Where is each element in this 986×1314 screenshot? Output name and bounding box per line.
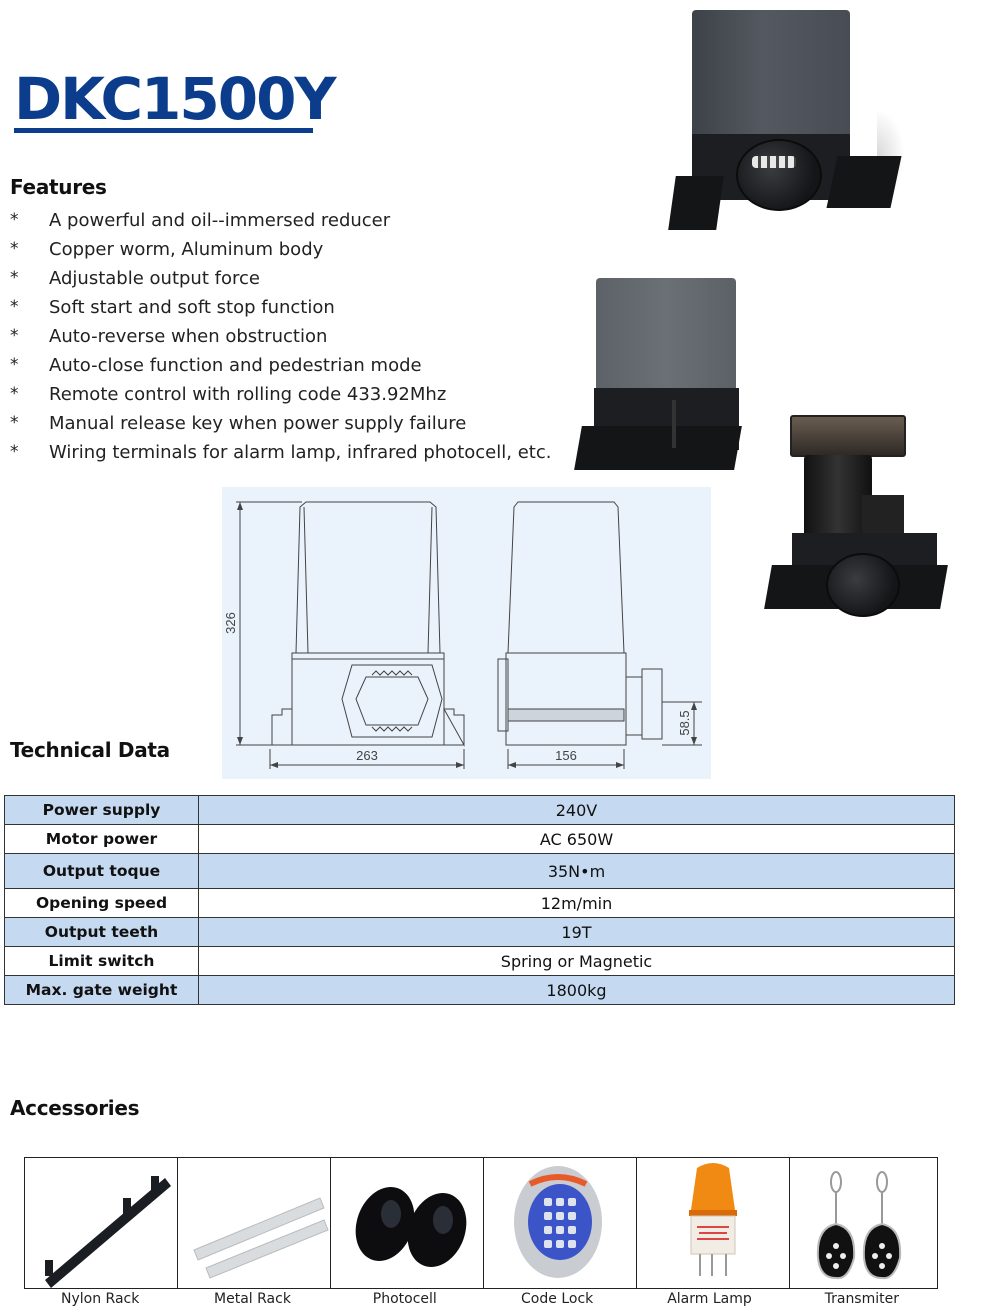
feature-item: *Copper worm, Aluminum body	[10, 235, 551, 264]
title-underline	[14, 128, 313, 133]
spec-value: AC 650W	[198, 824, 955, 854]
bullet-icon: *	[10, 210, 19, 230]
shaft-height-dimension-label: 58.5	[677, 710, 692, 735]
feature-item: *Manual release key when power supply fa…	[10, 409, 551, 438]
spec-value: 1800kg	[198, 975, 955, 1005]
technical-data-heading: Technical Data	[10, 738, 170, 762]
spec-value: 19T	[198, 917, 955, 947]
product-title: DKC1500Y	[14, 65, 336, 133]
accessory-label: Photocell	[372, 1291, 437, 1307]
bullet-icon: *	[10, 268, 19, 288]
photocell-icon	[355, 1187, 467, 1267]
side-width-dimension-label: 156	[555, 748, 577, 763]
spec-label: Power supply	[4, 795, 199, 825]
transmitter-icon	[816, 1171, 902, 1280]
accessory-photocell	[331, 1158, 484, 1288]
spec-label: Output teeth	[4, 917, 199, 947]
feature-item: *A powerful and oil--immersed reducer	[10, 206, 551, 235]
bullet-icon: *	[10, 297, 19, 317]
accessory-label: Metal Rack	[214, 1291, 291, 1307]
spec-value: Spring or Magnetic	[198, 946, 955, 976]
feature-item: *Auto-reverse when obstruction	[10, 322, 551, 351]
dimension-drawing-svg: 326 263 156 58.5	[223, 501, 702, 769]
accessory-label: Alarm Lamp	[667, 1291, 752, 1307]
feature-item: *Wiring terminals for alarm lamp, infrar…	[10, 438, 551, 467]
dimension-drawing: 326 263 156 58.5	[222, 487, 711, 779]
product-photo-side	[574, 276, 746, 486]
spec-value: 35N•m	[198, 853, 955, 889]
spec-label: Max. gate weight	[4, 975, 199, 1005]
feature-item: *Remote control with rolling code 433.92…	[10, 380, 551, 409]
bullet-icon: *	[10, 239, 19, 259]
accessory-nylon-rack	[25, 1158, 178, 1288]
spec-label: Limit switch	[4, 946, 199, 976]
accessory-transmitter	[790, 1158, 942, 1288]
accessory-alarm-lamp	[637, 1158, 790, 1288]
product-photo-open	[764, 405, 948, 617]
spec-label: Motor power	[4, 824, 199, 854]
nylon-rack-icon	[45, 1176, 171, 1288]
spec-label: Output toque	[4, 853, 199, 889]
features-heading: Features	[10, 175, 107, 199]
accessory-code-lock	[484, 1158, 637, 1288]
accessory-label: Code Lock	[521, 1291, 594, 1307]
bullet-icon: *	[10, 442, 19, 462]
spec-value: 240V	[198, 795, 955, 825]
accessory-labels: Nylon Rack Metal Rack Photocell Code Loc…	[24, 1291, 938, 1307]
bullet-icon: *	[10, 355, 19, 375]
accessories-heading: Accessories	[10, 1096, 140, 1120]
height-dimension-label: 326	[223, 612, 238, 634]
accessory-metal-rack	[178, 1158, 331, 1288]
accessory-label: Transmiter	[824, 1291, 899, 1307]
metal-rack-icon	[193, 1197, 329, 1279]
feature-item: *Auto-close function and pedestrian mode	[10, 351, 551, 380]
accessories-grid	[24, 1157, 938, 1289]
spec-label: Opening speed	[4, 888, 199, 918]
alarm-lamp-icon	[689, 1163, 737, 1276]
accessory-label: Nylon Rack	[60, 1291, 140, 1307]
code-lock-icon	[514, 1166, 602, 1278]
bullet-icon: *	[10, 326, 19, 346]
features-list: *A powerful and oil--immersed reducer *C…	[10, 206, 551, 467]
feature-item: *Soft start and soft stop function	[10, 293, 551, 322]
bullet-icon: *	[10, 384, 19, 404]
front-width-dimension-label: 263	[356, 748, 378, 763]
bullet-icon: *	[10, 413, 19, 433]
product-photo-front	[668, 4, 912, 232]
feature-item: *Adjustable output force	[10, 264, 551, 293]
spec-value: 12m/min	[198, 888, 955, 918]
